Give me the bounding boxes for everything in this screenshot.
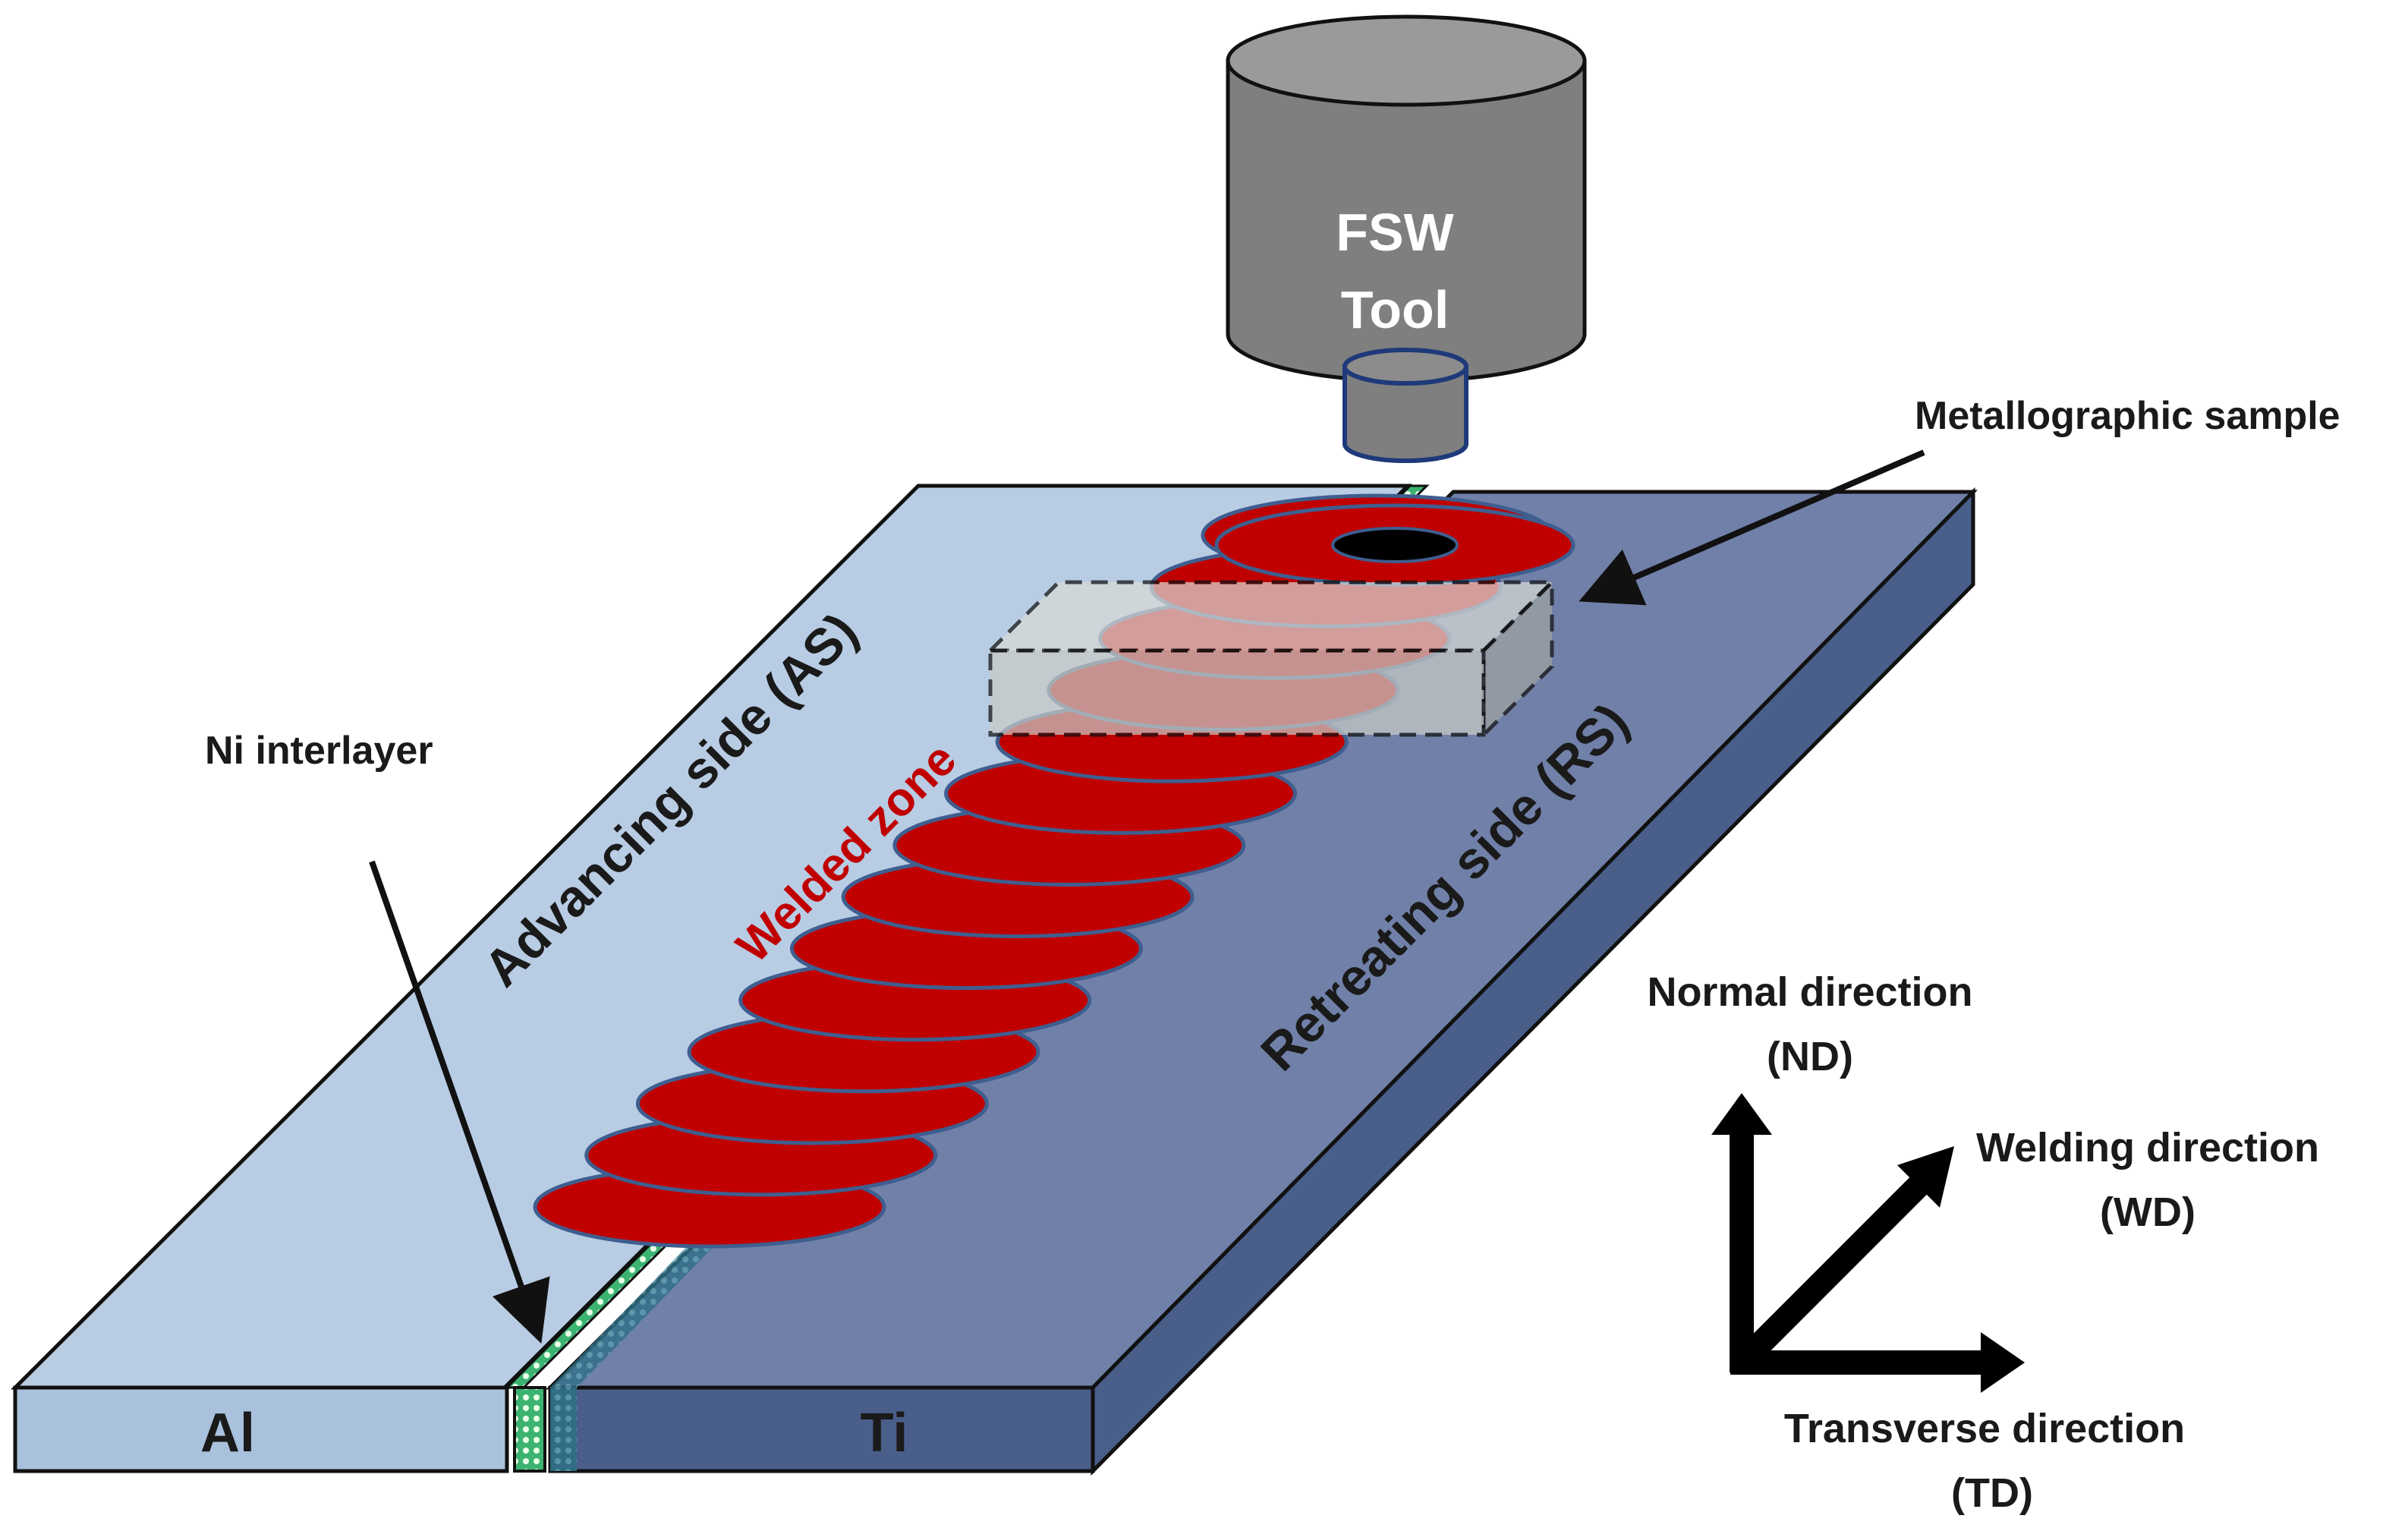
- ni-pointer-arrow: [369, 860, 550, 1344]
- ni-interlayer-front-shadow: [550, 1388, 577, 1471]
- transverse-direction-abbrev: (TD): [1951, 1470, 2033, 1516]
- normal-direction-label: Normal direction: [1647, 969, 1972, 1015]
- tool-label-line1: FSW: [1336, 203, 1454, 262]
- metallographic-sample-box: [985, 577, 1557, 740]
- nd-arrow-head: [1711, 1093, 1772, 1135]
- ti-label: Ti: [861, 1403, 908, 1463]
- normal-direction-abbrev: (ND): [1767, 1034, 1853, 1079]
- welding-direction-abbrev: (WD): [2100, 1189, 2196, 1235]
- td-arrow-head: [1981, 1332, 2025, 1393]
- tool-pin-hole: [1331, 527, 1459, 563]
- wd-arrow-head: [1897, 1146, 1954, 1208]
- transverse-direction-label: Transverse direction: [1784, 1406, 2185, 1451]
- tool-label-line2: Tool: [1341, 280, 1450, 339]
- weld-zone-ellipses: [533, 493, 1575, 1249]
- ni-interlayer-front: [513, 1386, 546, 1473]
- welding-direction-label: Welding direction: [1976, 1125, 2319, 1170]
- al-label: Al: [200, 1403, 255, 1463]
- coordinate-axes: [1711, 1093, 2025, 1393]
- al-plate-front: [13, 1385, 509, 1473]
- ni-interlayer-label: Ni interlayer: [205, 729, 433, 773]
- ti-plate-front: [548, 1385, 1095, 1473]
- fsw-tool: [1226, 14, 1587, 463]
- metallographic-sample-label: Metallographic sample: [1915, 394, 2340, 438]
- sample-pointer-arrow: [1579, 449, 1925, 606]
